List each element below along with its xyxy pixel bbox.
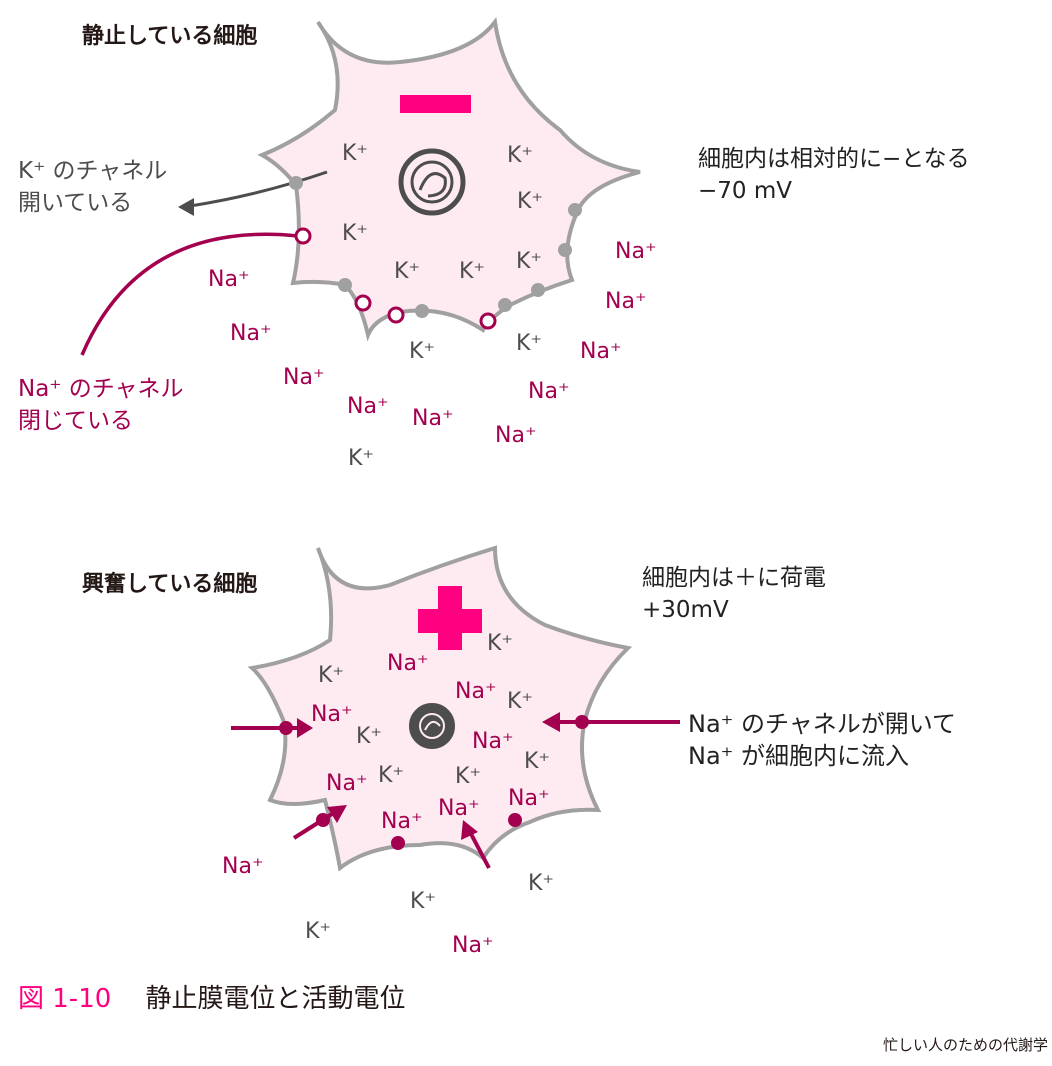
excited-potential-note: 細胞内は＋に荷電 +30mV <box>642 562 826 626</box>
na-channel-label: Na⁺ のチャネル 閉じている <box>18 373 184 437</box>
ion-k: K⁺ <box>528 871 554 896</box>
ion-na: Na⁺ <box>438 796 480 821</box>
k-channel-pointer <box>189 170 328 208</box>
na-channels-closed <box>294 227 497 330</box>
ion-k: K⁺ <box>455 764 481 789</box>
resting-potential-value: −70 mV <box>698 178 792 204</box>
ion-na: Na⁺ <box>283 365 325 390</box>
ion-na: Na⁺ <box>311 702 353 727</box>
ion-na: Na⁺ <box>495 423 537 448</box>
ion-na: Na⁺ <box>528 379 570 404</box>
ion-k: K⁺ <box>342 141 368 166</box>
nucleus-icon <box>398 148 466 216</box>
ion-na: Na⁺ <box>615 239 657 264</box>
figure-title: 静止膜電位と活動電位 <box>145 984 406 1014</box>
ion-k: K⁺ <box>409 339 435 364</box>
na-channel-label-line1: Na⁺ のチャネル <box>18 376 184 402</box>
ion-k: K⁺ <box>378 763 404 788</box>
ion-k: K⁺ <box>342 221 368 246</box>
excited-note-line1: 細胞内は＋に荷電 <box>642 565 826 591</box>
ion-k: K⁺ <box>318 663 344 688</box>
ion-na: Na⁺ <box>508 786 550 811</box>
ion-k: K⁺ <box>487 631 513 656</box>
figure-number: 図 1-10 <box>18 984 112 1014</box>
ion-k: K⁺ <box>348 446 374 471</box>
ion-k: K⁺ <box>459 259 485 284</box>
ion-k: K⁺ <box>305 919 331 944</box>
resting-note-line1: 細胞内は相対的に−となる <box>698 146 970 172</box>
excited-potential-value: +30mV <box>642 597 729 623</box>
resting-cell-title: 静止している細胞 <box>82 24 258 49</box>
nucleus-icon <box>409 703 455 749</box>
ion-na: Na⁺ <box>326 771 368 796</box>
na-influx-line1: Na⁺ のチャネルが開いて <box>688 710 956 738</box>
resting-potential-note: 細胞内は相対的に−となる −70 mV <box>698 143 970 207</box>
ion-k: K⁺ <box>356 724 382 749</box>
ion-na: Na⁺ <box>455 679 497 704</box>
positive-sign <box>418 586 482 650</box>
ion-na: Na⁺ <box>472 729 514 754</box>
k-channel-label-line1: K⁺ のチャネル <box>18 158 168 184</box>
ion-k: K⁺ <box>507 689 533 714</box>
excited-ions: K⁺ K⁺ K⁺ K⁺ K⁺ K⁺ K⁺ K⁺ K⁺ K⁺ Na⁺ Na⁺ Na… <box>222 631 554 958</box>
ion-na: Na⁺ <box>222 854 264 879</box>
ion-na: Na⁺ <box>208 267 250 292</box>
credit: 忙しい人のための代謝学 <box>882 1036 1048 1054</box>
na-influx-line2: Na⁺ が細胞内に流入 <box>688 742 909 770</box>
na-channel-label-line2: 閉じている <box>18 408 133 434</box>
ion-k: K⁺ <box>507 143 533 168</box>
ion-na: Na⁺ <box>381 809 423 834</box>
k-channels-open <box>289 176 582 318</box>
ion-na: Na⁺ <box>605 289 647 314</box>
ion-na: Na⁺ <box>452 933 494 958</box>
ion-na: Na⁺ <box>230 321 272 346</box>
na-influx-label: Na⁺ のチャネルが開いて Na⁺ が細胞内に流入 <box>688 708 956 772</box>
na-influx-arrows <box>231 712 680 869</box>
resting-ions: K⁺ K⁺ K⁺ K⁺ K⁺ K⁺ K⁺ K⁺ K⁺ K⁺ Na⁺ Na⁺ Na… <box>208 141 657 471</box>
negative-sign <box>400 95 471 113</box>
figure-caption: 図 1-10 静止膜電位と活動電位 <box>18 978 406 1015</box>
ion-k: K⁺ <box>394 259 420 284</box>
ion-na: Na⁺ <box>412 406 454 431</box>
excited-cell-title: 興奮している細胞 <box>82 572 258 597</box>
arrow-head-icon <box>178 198 194 216</box>
ion-na: Na⁺ <box>580 339 622 364</box>
k-channel-label: K⁺ のチャネル 開いている <box>18 155 167 219</box>
k-channel-label-line2: 開いている <box>18 190 133 216</box>
ion-na: Na⁺ <box>387 651 429 676</box>
ion-k: K⁺ <box>516 249 542 274</box>
ion-k: K⁺ <box>410 889 436 914</box>
ion-k: K⁺ <box>524 749 550 774</box>
na-channel-pointer <box>80 232 299 356</box>
ion-na: Na⁺ <box>347 394 389 419</box>
ion-k: K⁺ <box>517 189 543 214</box>
ion-k: K⁺ <box>516 331 542 356</box>
